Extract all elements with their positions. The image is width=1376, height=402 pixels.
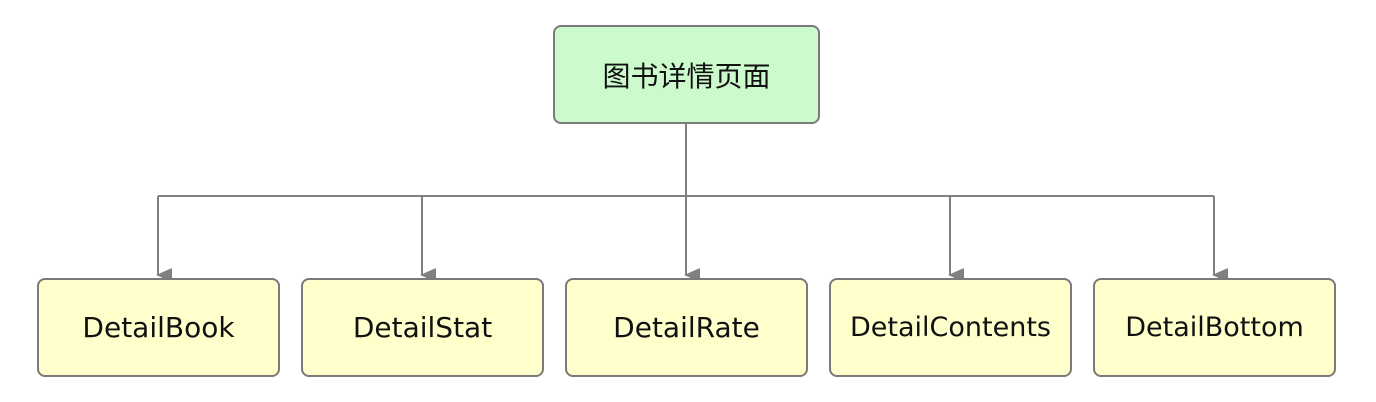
child-node-detailcontents[interactable]: DetailContents	[829, 278, 1072, 377]
child-node-label: DetailBottom	[1125, 312, 1304, 343]
child-node-label: DetailBook	[82, 311, 235, 344]
child-node-label: DetailContents	[850, 312, 1051, 343]
child-node-detailstat[interactable]: DetailStat	[301, 278, 544, 377]
child-node-detailbook[interactable]: DetailBook	[37, 278, 280, 377]
child-node-label: DetailRate	[613, 311, 760, 344]
root-node-label: 图书详情页面	[602, 59, 771, 93]
child-node-detailbottom[interactable]: DetailBottom	[1093, 278, 1336, 377]
root-node[interactable]: 图书详情页面	[553, 25, 820, 124]
child-node-label: DetailStat	[352, 311, 493, 344]
child-node-detailrate[interactable]: DetailRate	[565, 278, 808, 377]
